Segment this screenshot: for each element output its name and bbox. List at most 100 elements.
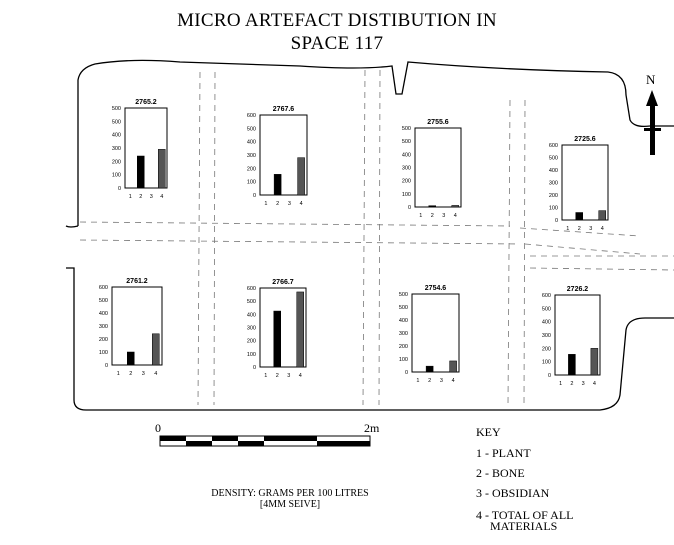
wall-outline — [65, 59, 674, 411]
y-tick-label: 0 — [405, 370, 408, 376]
y-tick-label: 200 — [247, 339, 256, 345]
y-tick-label: 400 — [542, 320, 551, 326]
x-tick-label: 1 — [566, 226, 569, 232]
y-tick-label: 500 — [247, 299, 256, 305]
y-tick-label: 0 — [408, 205, 411, 211]
y-tick-label: 200 — [542, 346, 551, 352]
y-tick-label: 300 — [399, 331, 408, 337]
y-tick-label: 400 — [402, 152, 411, 158]
chart-title: 2726.2 — [567, 286, 589, 293]
y-tick-label: 200 — [99, 337, 108, 343]
y-tick-label: 200 — [112, 159, 121, 165]
x-tick-label: 1 — [117, 371, 120, 377]
y-tick-label: 100 — [247, 180, 256, 186]
x-tick-label: 4 — [601, 226, 604, 232]
y-tick-label: 400 — [247, 312, 256, 318]
y-tick-label: 500 — [247, 126, 256, 132]
key-heading: KEY — [476, 425, 501, 439]
title-line-1: MICRO ARTEFACT DISTIBUTION IN — [177, 10, 497, 31]
y-tick-label: 500 — [399, 292, 408, 298]
chart-title: 2767.6 — [273, 106, 295, 113]
chart-title: 2754.6 — [425, 285, 447, 292]
y-tick-label: 100 — [247, 352, 256, 358]
bar-4 — [296, 291, 304, 368]
key-item-total-cont: MATERIALS — [490, 519, 558, 533]
x-tick-label: 4 — [454, 213, 457, 219]
x-tick-label: 4 — [154, 371, 157, 377]
bar-4 — [152, 333, 160, 366]
y-tick-label: 200 — [247, 166, 256, 172]
y-tick-label: 500 — [99, 298, 108, 304]
north-arrow-crossbar — [644, 128, 661, 131]
chart-title: 2761.2 — [126, 278, 148, 285]
y-tick-label: 0 — [118, 186, 121, 192]
y-tick-label: 400 — [247, 140, 256, 146]
x-tick-label: 2 — [431, 213, 434, 219]
y-tick-label: 100 — [542, 360, 551, 366]
title-line-2: SPACE 117 — [290, 33, 384, 54]
bar-4 — [590, 348, 599, 376]
y-tick-label: 500 — [549, 156, 558, 162]
y-tick-label: 300 — [402, 166, 411, 172]
bar-2 — [127, 351, 135, 366]
y-tick-label: 200 — [399, 344, 408, 350]
y-tick-label: 500 — [112, 106, 121, 112]
y-tick-label: 0 — [253, 193, 256, 199]
bar-2 — [137, 155, 145, 189]
north-label: N — [646, 72, 656, 87]
x-tick-label: 4 — [160, 194, 163, 200]
bar-2 — [428, 205, 436, 208]
y-tick-label: 300 — [247, 326, 256, 332]
y-tick-label: 200 — [402, 179, 411, 185]
x-tick-label: 2 — [129, 371, 132, 377]
x-tick-label: 3 — [582, 381, 585, 387]
y-tick-label: 400 — [112, 133, 121, 139]
y-tick-label: 600 — [549, 143, 558, 149]
y-tick-label: 500 — [402, 126, 411, 132]
bar-4 — [598, 210, 606, 221]
north-arrow-head-icon — [646, 90, 658, 106]
scale-end-label: 2m — [364, 421, 380, 435]
bar-2 — [568, 354, 576, 376]
bar-2 — [273, 174, 282, 196]
y-tick-label: 500 — [112, 119, 121, 125]
y-tick-label: 100 — [112, 173, 121, 179]
x-tick-label: 2 — [139, 194, 142, 200]
x-tick-label: 1 — [559, 381, 562, 387]
plot-frame — [414, 127, 462, 208]
y-tick-label: 600 — [542, 293, 551, 299]
scale-start-label: 0 — [155, 421, 161, 435]
x-tick-label: 1 — [129, 194, 132, 200]
x-tick-label: 2 — [276, 373, 279, 379]
y-tick-label: 600 — [247, 113, 256, 119]
key-item-obsidian: 3 - OBSIDIAN — [476, 486, 550, 500]
y-tick-label: 0 — [548, 373, 551, 379]
x-tick-label: 1 — [264, 201, 267, 207]
key-item-plant: 1 - PLANT — [476, 446, 531, 460]
chart-title: 2755.6 — [427, 119, 449, 126]
x-tick-label: 2 — [428, 378, 431, 384]
x-tick-label: 1 — [419, 213, 422, 219]
y-tick-label: 0 — [253, 365, 256, 371]
x-tick-label: 4 — [300, 201, 303, 207]
y-tick-label: 300 — [112, 146, 121, 152]
y-tick-label: 100 — [399, 357, 408, 363]
bar-2 — [575, 212, 583, 221]
x-tick-label: 3 — [288, 201, 291, 207]
y-tick-label: 100 — [549, 206, 558, 212]
density-note: DENSITY: GRAMS PER 100 LITRES — [211, 488, 369, 499]
bar-4 — [451, 205, 459, 208]
y-tick-label: 300 — [99, 324, 108, 330]
chart-title: 2725.6 — [574, 136, 596, 143]
y-tick-label: 500 — [399, 305, 408, 311]
y-tick-label: 0 — [555, 218, 558, 224]
chart-title: 2766.7 — [272, 279, 294, 286]
y-tick-label: 400 — [99, 311, 108, 317]
x-tick-label: 2 — [570, 381, 573, 387]
